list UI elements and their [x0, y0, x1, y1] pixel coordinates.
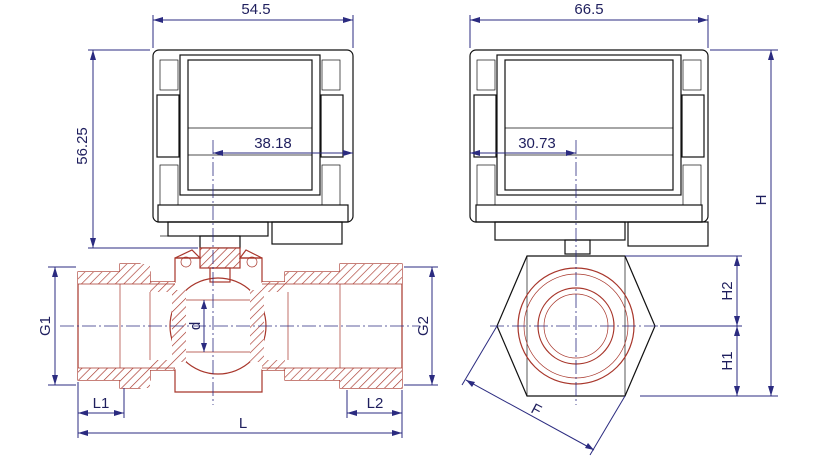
dim-label-66-5: 66.5	[574, 1, 603, 18]
side-actuator-housing	[469, 49, 709, 255]
dim-label-g2: G2	[415, 316, 432, 336]
dimension-l2: L2	[346, 390, 403, 438]
dimension-d: d	[187, 300, 207, 352]
dimension-width-front: 54.5	[152, 1, 354, 48]
dimension-g2: G2	[404, 266, 438, 386]
dimension-h2: H2	[625, 255, 742, 327]
dim-label-h: H	[753, 195, 770, 206]
dimension-l1: L1	[77, 382, 125, 438]
dim-label-30-73: 30.73	[518, 135, 556, 152]
dimension-height-front: 56.25	[74, 49, 198, 249]
dim-label-56-25: 56.25	[74, 127, 91, 165]
dim-label-l1: L1	[93, 395, 110, 412]
dim-label-38-18: 38.18	[254, 135, 292, 152]
dim-label-l2: L2	[367, 395, 384, 412]
front-coupling	[160, 221, 343, 249]
front-valve-body	[77, 247, 403, 393]
dimension-h: H	[640, 49, 778, 397]
dimension-g1: G1	[37, 266, 76, 386]
dim-label-g1: G1	[37, 316, 54, 336]
dim-label-f: F	[528, 400, 544, 419]
dimension-offset-front: 38.18	[213, 135, 353, 156]
dimension-h1: H1	[719, 326, 740, 396]
front-actuator-housing	[152, 49, 354, 223]
dim-label-54-5: 54.5	[241, 1, 270, 18]
dim-label-l: L	[239, 415, 247, 432]
front-view: 54.5 56.25 38.18 G1	[37, 1, 438, 438]
dim-label-h2: H2	[719, 281, 736, 300]
dim-label-h1: H1	[719, 351, 736, 370]
dimension-offset-side: 30.73	[470, 135, 576, 156]
side-view: 66.5 30.73 H H2	[461, 1, 778, 456]
dimension-width-side: 66.5	[469, 1, 709, 48]
dimension-l: L	[78, 415, 402, 436]
dim-label-d: d	[187, 322, 204, 330]
